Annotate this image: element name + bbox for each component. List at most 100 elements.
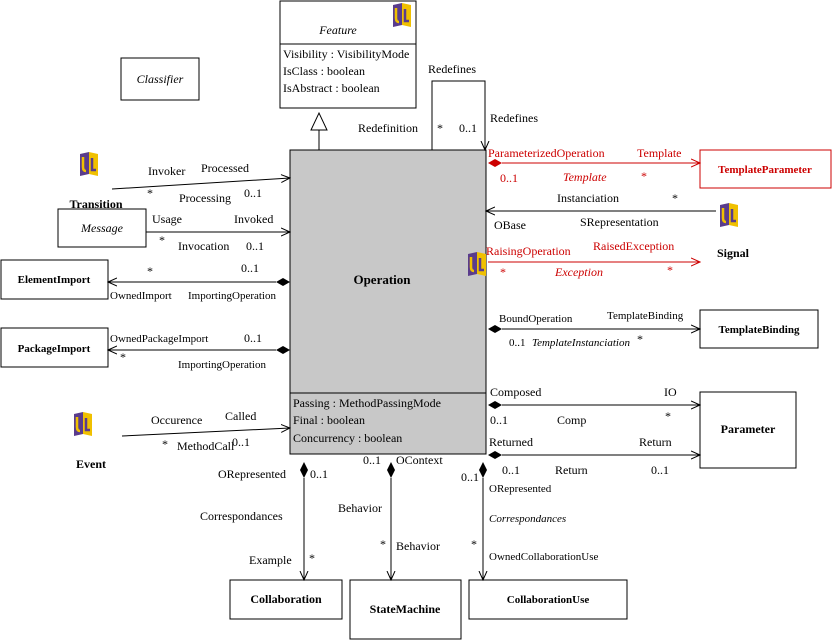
class-collaboration-use[interactable]: CollaborationUse — [468, 579, 628, 620]
diamond-composition-icon — [488, 401, 502, 409]
assoc-parameter-returned[interactable]: Returned Return 0..1 Return 0..1 — [488, 435, 700, 477]
label-return-right: Return — [639, 435, 672, 449]
label-ocontext: OContext — [396, 453, 443, 467]
assoc-template-binding[interactable]: BoundOperation TemplateBinding 0..1 Temp… — [488, 310, 700, 349]
label-cu-star: * — [471, 537, 477, 551]
label-importing-operation-1: ImportingOperation — [188, 290, 276, 302]
assoc-collaboration[interactable]: ORepresented 0..1 Correspondances Exampl… — [200, 462, 328, 580]
label-behavior-1: Behavior — [338, 501, 382, 515]
assoc-parameter-composed[interactable]: Composed IO 0..1 Comp * — [488, 385, 700, 427]
package-import-name: PackageImport — [18, 343, 91, 355]
label-processing-mult: 0..1 — [244, 186, 262, 200]
label-invocation-mult: 0..1 — [246, 239, 264, 253]
assoc-redefines[interactable]: Redefines Redefines Redefinition * 0..1 — [358, 62, 538, 150]
label-method-call: MethodCall — [177, 439, 235, 453]
class-operation[interactable]: Operation Passing : MethodPassingMode Fi… — [289, 149, 487, 455]
label-ocontext-mult: 0..1 — [363, 453, 381, 467]
class-state-machine[interactable]: StateMachine — [349, 579, 462, 640]
operation-attr-passing: Passing : MethodPassingMode — [293, 396, 441, 410]
class-transition[interactable]: Transition — [69, 150, 123, 211]
uml-logo-icon — [391, 1, 413, 29]
label-importing-operation-2: ImportingOperation — [178, 359, 266, 371]
assoc-state-machine[interactable]: 0..1 OContext Behavior * Behavior — [338, 453, 443, 580]
label-instanciation: Instanciation — [557, 191, 619, 205]
diamond-composition-icon — [488, 451, 502, 459]
label-owned-collaboration-use: OwnedCollaborationUse — [489, 551, 598, 563]
label-returned: Returned — [489, 435, 533, 449]
assoc-element-import[interactable]: * 0..1 OwnedImport ImportingOperation — [108, 261, 290, 302]
label-tp-star: * — [641, 169, 647, 183]
label-orep-mult-1: 0..1 — [310, 467, 328, 481]
uml-logo-icon — [72, 410, 94, 438]
label-usage-star: * — [159, 233, 165, 247]
label-exception-role: Exception — [554, 265, 603, 279]
label-redefines-right: Redefines — [490, 111, 538, 125]
feature-name: Feature — [318, 23, 357, 37]
class-feature[interactable]: Feature Visibility : VisibilityMode IsCl… — [279, 0, 417, 109]
template-parameter-name: TemplateParameter — [718, 164, 812, 176]
label-ev-star: * — [162, 437, 168, 451]
label-re-star-right: * — [667, 263, 673, 277]
label-occurence: Occurence — [151, 413, 202, 427]
label-ret-mult-right: 0..1 — [651, 463, 669, 477]
class-signal[interactable]: Signal — [717, 201, 750, 260]
class-message[interactable]: Message — [57, 208, 147, 248]
label-pi-mult: 0..1 — [244, 331, 262, 345]
class-collaboration[interactable]: Collaboration — [229, 579, 343, 620]
label-io: IO — [664, 385, 677, 399]
label-composed-mult: 0..1 — [490, 413, 508, 427]
class-package-import[interactable]: PackageImport — [0, 327, 109, 368]
class-element-import[interactable]: ElementImport — [0, 259, 109, 300]
diamond-composition-icon — [300, 462, 308, 478]
template-binding-name: TemplateBinding — [719, 324, 800, 336]
label-redef-star: * — [437, 121, 443, 135]
signal-name: Signal — [717, 246, 750, 260]
label-pi-star: * — [120, 350, 126, 364]
label-tb-star: * — [637, 332, 643, 346]
label-sm-star: * — [380, 537, 386, 551]
label-ret-mult-left: 0..1 — [502, 463, 520, 477]
class-template-binding[interactable]: TemplateBinding — [699, 309, 819, 349]
label-ev-mult: 0..1 — [232, 435, 250, 449]
operation-name: Operation — [353, 272, 411, 287]
label-invocation: Invocation — [178, 239, 229, 253]
class-event[interactable]: Event — [72, 410, 106, 471]
label-composed: Composed — [490, 385, 541, 399]
label-comp: Comp — [557, 413, 586, 427]
label-behavior-2: Behavior — [396, 539, 440, 553]
diamond-composition-icon — [387, 462, 395, 478]
assoc-event[interactable]: Occurence Called * MethodCall 0..1 — [121, 409, 290, 453]
assoc-message[interactable]: Usage Invoked * Invocation 0..1 — [146, 212, 290, 253]
diamond-composition-icon — [488, 159, 502, 167]
diamond-composition-icon — [276, 346, 290, 354]
label-bound-operation: BoundOperation — [499, 313, 573, 325]
label-template-role: Template — [563, 170, 607, 184]
label-redefines-top: Redefines — [428, 62, 476, 76]
assoc-signal[interactable]: Instanciation * OBase SRepresentation — [486, 191, 716, 232]
label-re-star-left: * — [500, 265, 506, 279]
label-ei-star: * — [147, 264, 153, 278]
assoc-transition[interactable]: Invoker Processed * Processing 0..1 — [111, 161, 290, 205]
assoc-package-import[interactable]: OwnedPackageImport 0..1 * ImportingOpera… — [108, 331, 290, 371]
label-orepresented-1: ORepresented — [218, 467, 286, 481]
operation-attr-final: Final : boolean — [293, 413, 365, 427]
class-parameter[interactable]: Parameter — [699, 391, 797, 469]
feature-attr-visibility: Visibility : VisibilityMode — [283, 47, 409, 61]
operation-attr-concurrency: Concurrency : boolean — [293, 431, 402, 445]
parameter-name: Parameter — [721, 422, 776, 436]
collaboration-name: Collaboration — [250, 592, 322, 606]
generalization-feature[interactable] — [310, 111, 328, 150]
assoc-template-parameter[interactable]: ParameterizedOperation Template 0..1 Tem… — [488, 146, 700, 185]
uml-logo-icon — [718, 201, 740, 229]
assoc-collaboration-use[interactable]: 0..1 ORepresented Correspondances * Owne… — [461, 462, 598, 580]
label-processing: Processing — [179, 191, 231, 205]
assoc-raised-exception[interactable]: RaisingOperation RaisedException * Excep… — [486, 239, 700, 279]
label-cu-mult: 0..1 — [461, 470, 479, 484]
class-template-parameter[interactable]: TemplateParameter — [699, 149, 832, 189]
classifier-name: Classifier — [137, 72, 184, 86]
message-name: Message — [80, 221, 124, 235]
class-classifier[interactable]: Classifier — [120, 57, 200, 101]
label-raising-operation: RaisingOperation — [486, 244, 571, 258]
event-name: Event — [76, 457, 106, 471]
